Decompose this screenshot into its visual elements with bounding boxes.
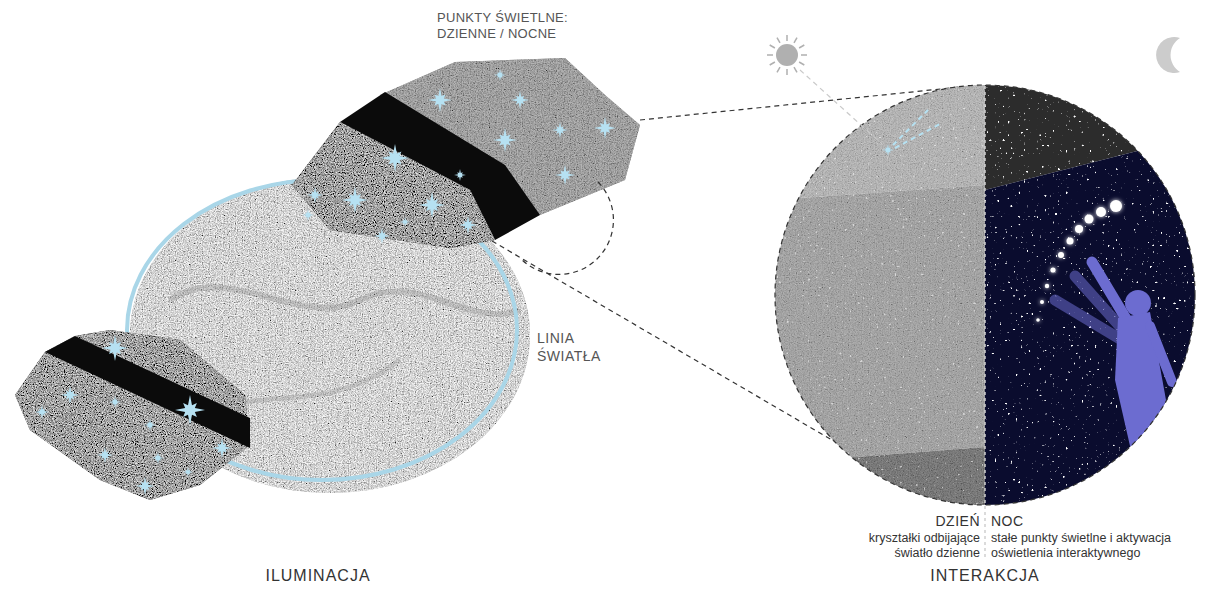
- person-head: [1125, 290, 1151, 316]
- sun-ray: [800, 70, 882, 144]
- light-star: [594, 117, 616, 139]
- light-star: [552, 122, 568, 138]
- light-star: [493, 128, 517, 152]
- person-leg: [1156, 440, 1176, 512]
- sun-disc: [776, 44, 798, 66]
- light-star: [381, 144, 409, 172]
- light-star: [374, 228, 390, 244]
- interaction-circle: [770, 80, 1200, 558]
- callout-label: PUNKTY ŚWIETLNE: DZIENNE / NOCNE: [437, 10, 597, 41]
- sun-rays: [767, 35, 807, 75]
- upper-rock: [288, 55, 645, 252]
- light-star: [97, 447, 113, 463]
- light-star: [511, 91, 529, 109]
- section-note: stałe punkty świetlne i aktywacja oświet…: [991, 531, 1223, 561]
- light-point: [1050, 267, 1055, 272]
- reflection-ray: [895, 124, 940, 148]
- light-point: [1075, 225, 1083, 233]
- person-arm: [1150, 326, 1172, 382]
- light-point: [1110, 200, 1122, 212]
- light-star: [307, 187, 323, 203]
- light-star: [428, 88, 452, 112]
- light-point: [1058, 252, 1064, 258]
- light-star: [144, 419, 156, 431]
- light-point: [1085, 215, 1094, 224]
- day-texture: [770, 80, 985, 510]
- rock-texture: [288, 118, 500, 252]
- light-star: [102, 335, 128, 361]
- light-star: [555, 165, 575, 185]
- light-point: [1067, 238, 1074, 245]
- light-star: [459, 216, 477, 234]
- star-marks: [35, 335, 232, 495]
- lower-rock: [12, 326, 254, 504]
- section-note: kryształki odbijające światło dzienne: [838, 531, 980, 561]
- callout-label: LINIA ŚWIATŁA: [537, 330, 627, 365]
- section-heading: NOC: [991, 513, 1111, 530]
- panel-caption: ILUMINACJA: [218, 566, 418, 585]
- disc-fold: [170, 287, 520, 314]
- interactive-lights: [1036, 200, 1122, 322]
- star-marks: [302, 69, 616, 244]
- panel-caption: INTERAKCJA: [885, 566, 1085, 585]
- light-star: [212, 438, 232, 458]
- light-star: [400, 217, 410, 227]
- person-leg: [1120, 440, 1142, 515]
- light-star: [342, 187, 368, 213]
- rock-texture: [12, 326, 254, 504]
- light-star: [61, 386, 79, 404]
- light-point: [1036, 318, 1040, 322]
- light-star: [419, 192, 445, 218]
- light-point: [1040, 300, 1044, 304]
- person-torso: [1115, 312, 1166, 446]
- light-star: [494, 69, 506, 81]
- light-star: [175, 395, 205, 425]
- rock-band: [45, 336, 250, 448]
- zoom-arc: [520, 182, 613, 274]
- light-star: [454, 169, 466, 181]
- moon-icon: [1156, 37, 1180, 73]
- light-point: [1096, 207, 1106, 217]
- light-star: [183, 467, 193, 477]
- sun-icon: [767, 35, 807, 75]
- light-star: [35, 405, 49, 419]
- day-night-divider: [984, 86, 986, 558]
- light-star: [302, 209, 314, 221]
- light-star: [109, 396, 121, 408]
- light-point: [1045, 284, 1049, 288]
- light-star: [152, 452, 164, 464]
- reflected-ray: [800, 70, 940, 148]
- reflection-ray: [893, 110, 928, 145]
- light-star: [136, 477, 154, 495]
- day-crystals: [770, 80, 985, 510]
- crystal-star: [882, 144, 894, 156]
- night-stars: [985, 80, 1200, 510]
- person-arm: [1092, 262, 1128, 322]
- person-silhouette: [1055, 262, 1176, 515]
- section-heading: DZIEŃ: [860, 513, 980, 530]
